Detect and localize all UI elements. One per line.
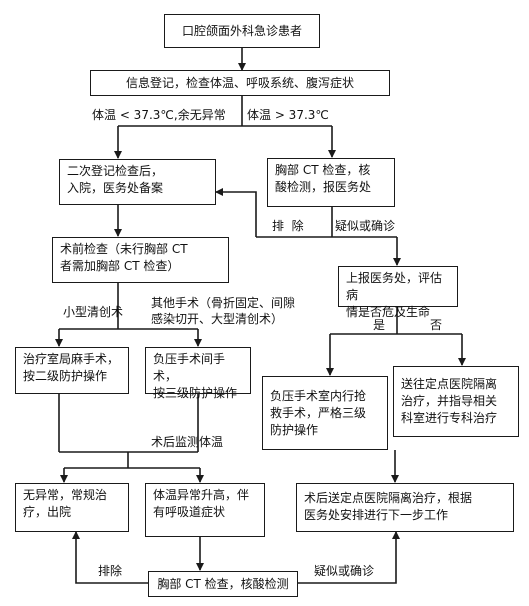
label-no: 否 — [430, 318, 443, 332]
label-exclude-2: 排除 — [98, 564, 123, 578]
node-second-register: 二次登记检查后， 入院，医务处备案 — [59, 159, 216, 205]
node-negative-or: 负压手术间手术， 按三级防护操作 — [145, 347, 251, 400]
node-abnormal: 体温异常升高，伴 有呼吸道症状 — [145, 483, 265, 537]
arrow-exclude-to-normal — [72, 531, 148, 584]
node-preop-check: 术前检查（未行胸部 CT 者需加胸部 CT 检查） — [52, 237, 229, 283]
label-exclude-1: 排 除 — [272, 219, 304, 233]
label-postop-monitor: 术后监测体温 — [151, 435, 224, 449]
label-suspect-1: 疑似或确诊 — [335, 219, 396, 233]
node-final-ct: 胸部 CT 检查，核酸检测 — [148, 571, 298, 597]
node-normal: 无异常，常规治 疗，出院 — [15, 483, 129, 532]
label-other-surgery: 其他手术（骨折固定、间隙 感染切开、大型清创术） — [151, 296, 296, 326]
node-chest-ct: 胸部 CT 检查，核 酸检测，报医务处 — [267, 158, 395, 207]
label-minor-debride: 小型清创术 — [63, 305, 124, 319]
label-temp-low: 体温 < 37.3℃,余无异常 — [92, 108, 226, 122]
node-treatment-room: 治疗室局麻手术， 按二级防护操作 — [15, 347, 129, 394]
node-register: 信息登记，检查体温、呼吸系统、腹泻症状 — [90, 70, 390, 96]
node-postop-send: 术后送定点医院隔离治疗，根据 医务处安排进行下一步工作 — [296, 483, 514, 532]
node-patient: 口腔颌面外科急诊患者 — [164, 14, 320, 48]
node-send-hospital: 送往定点医院隔离 治疗，并指导相关 科室进行专科治疗 — [393, 366, 519, 437]
label-suspect-2: 疑似或确诊 — [314, 564, 375, 578]
node-negative-rescue: 负压手术室内行抢 救手术，严格三级 防护操作 — [262, 376, 388, 450]
node-report-office: 上报医务处，评估病 情是否危及生命 — [338, 266, 458, 319]
label-temp-high: 体温 > 37.3℃ — [247, 108, 329, 122]
arrow-suspect-to-postop — [298, 531, 400, 584]
label-yes: 是 — [373, 318, 386, 332]
arrow-exclude-to-second-register — [215, 188, 257, 237]
